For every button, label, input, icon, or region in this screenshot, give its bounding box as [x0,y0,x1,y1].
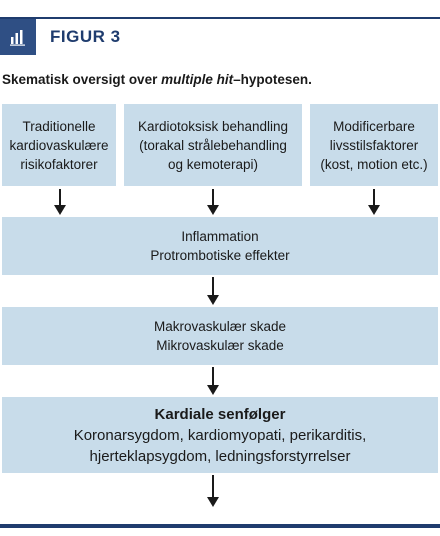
caption-prefix: Skematisk oversigt over [2,72,162,87]
box-cardiotoxic-treatment: Kardiotoksisk behandling (torakal stråle… [124,104,302,186]
box-line: Modificerbare [333,118,415,134]
arrow-down-final [207,475,219,507]
box-line: Traditionelle [22,118,96,134]
box-line: livsstilsfaktorer [329,137,419,153]
box-line: Makrovaskulær skade [153,319,287,334]
outcome-heading: Kardiale senfølger [154,405,286,423]
caption-suffix: –hypotesen. [233,72,312,87]
box-inflammation: Inflammation Protrombotiske effekter [2,217,438,275]
box-line: hjerteklapsygdom, ledningsforstyrrelser [89,447,351,465]
figure-badge [0,19,36,55]
arrow-down-left [54,189,66,215]
box-line: Mikrovaskulær skade [156,338,284,353]
arrow-down-middle [207,189,219,215]
caption-italic: multiple hit [161,72,234,87]
arrow-down-to-vascular [207,277,219,305]
box-line: kardiovaskulære [9,137,109,153]
box-line: og kemoterapi) [167,156,259,172]
figure-caption: Skematisk oversigt over multiple hit–hyp… [2,72,312,87]
footer-rule [0,524,440,528]
box-line: risikofaktorer [20,156,98,172]
figure-title: FIGUR 3 [50,27,121,46]
box-line: Kardiotoksisk behandling [137,118,289,134]
box-lifestyle-factors: Modificerbare livsstilsfaktorer (kost, m… [310,104,438,186]
box-line: Koronarsygdom, kardiomyopati, perikardit… [73,426,367,444]
box-cardiac-late-effects: Kardiale senfølger Koronarsygdom, kardio… [2,397,438,473]
header-rule [0,17,440,19]
box-line: (kost, motion etc.) [320,156,428,172]
box-traditional-risk-factors: Traditionelle kardiovaskulære risikofakt… [2,104,116,186]
box-line: Protrombotiske effekter [150,248,290,263]
box-line: Inflammation [181,229,259,244]
box-line: (torakal strålebehandling [139,137,287,153]
bar-chart-icon [10,30,25,46]
arrow-down-to-outcome [207,367,219,395]
arrow-down-right [368,189,380,215]
box-vascular-damage: Makrovaskulær skade Mikrovaskulær skade [2,307,438,365]
